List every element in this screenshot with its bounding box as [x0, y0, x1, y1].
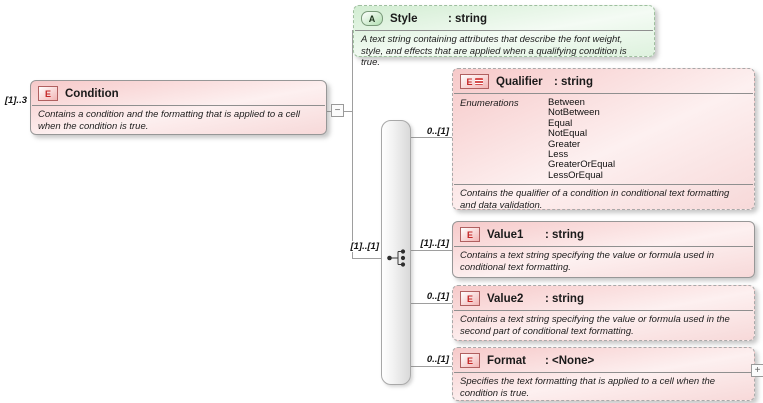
element-icon: E — [460, 353, 480, 368]
node-format-type: : <None> — [545, 354, 595, 367]
connector-trunk — [352, 30, 353, 259]
collapse-handle[interactable]: − — [331, 104, 344, 117]
body-separator — [454, 184, 753, 186]
node-condition-description: Contains a condition and the formatting … — [38, 109, 300, 132]
node-qualifier-title: E Qualifier : string — [453, 69, 754, 92]
element-icon-letter: E — [44, 88, 51, 99]
element-icon-letter: E — [466, 76, 473, 87]
enumeration-bars-icon — [474, 78, 483, 85]
enumerations-label: Enumerations — [460, 98, 519, 109]
element-icon-letter: E — [466, 355, 473, 366]
node-condition-name: Condition — [65, 87, 119, 100]
node-format-description: Specifies the text formatting that is ap… — [460, 376, 716, 399]
element-icon-letter: E — [466, 229, 473, 240]
cardinality-value2: 0..[1] — [408, 291, 450, 302]
title-separator — [454, 310, 753, 311]
connector-to-format — [411, 366, 452, 367]
node-value2-name: Value2 — [487, 292, 524, 305]
node-style-name: Style — [390, 12, 418, 25]
connector-to-value2 — [411, 303, 452, 304]
title-separator — [454, 246, 753, 247]
title-separator — [454, 93, 753, 94]
expand-handle[interactable]: + — [751, 364, 763, 377]
enumerations-section: Enumerations Between NotBetween Equal No… — [453, 94, 754, 183]
node-style-title: A Style : string — [354, 6, 654, 29]
node-value2[interactable]: E Value2 : string Contains a text string… — [452, 285, 755, 341]
cardinality-qualifier: 0..[1] — [408, 126, 450, 137]
element-icon-letter: E — [466, 293, 473, 304]
node-style-description: A text string containing attributes that… — [361, 34, 627, 68]
title-separator — [32, 105, 325, 106]
node-condition[interactable]: E Condition Contains a condition and the… — [30, 80, 327, 135]
enumeration-value: NotBetween — [548, 107, 600, 119]
enumeration-value: LessOrEqual — [548, 169, 603, 181]
cardinality-root: [1]..3 — [2, 95, 28, 106]
node-format[interactable]: E Format : <None> Specifies the text for… — [452, 347, 755, 401]
attribute-icon-letter: A — [368, 13, 376, 24]
node-value2-description: Contains a text string specifying the va… — [460, 314, 730, 337]
enumeration-value: NotEqual — [548, 128, 588, 140]
element-icon: E — [38, 86, 58, 101]
node-qualifier-name: Qualifier — [496, 75, 543, 88]
connector-to-value1 — [411, 250, 452, 251]
attribute-icon: A — [361, 11, 383, 26]
element-icon: E — [460, 227, 480, 242]
node-qualifier[interactable]: E Qualifier : string Enumerations Betwee… — [452, 68, 755, 211]
node-value2-type: : string — [545, 292, 584, 305]
enumerations-list: Between NotBetween Equal NotEqual Greate… — [548, 97, 616, 181]
node-value1[interactable]: E Value1 : string Contains a text string… — [452, 221, 755, 278]
title-separator — [355, 30, 653, 31]
element-enum-icon: E — [460, 74, 489, 89]
node-value1-title: E Value1 : string — [453, 222, 754, 245]
node-value1-description: Contains a text string specifying the va… — [460, 250, 714, 273]
connector-to-qualifier — [411, 137, 452, 138]
enumeration-value: Less — [548, 149, 569, 161]
cardinality-value1: [1]..[1] — [408, 238, 450, 249]
node-style-type: : string — [448, 12, 487, 25]
enumeration-value: GreaterOrEqual — [548, 159, 616, 171]
connector-trunk-to-sequence — [352, 258, 381, 259]
node-format-name: Format — [487, 354, 526, 367]
node-format-title: E Format : <None> — [453, 348, 754, 371]
node-style[interactable]: A Style : string A text string containin… — [353, 5, 655, 68]
enumeration-value: Greater — [548, 138, 581, 150]
cardinality-format: 0..[1] — [408, 354, 450, 365]
node-value1-name: Value1 — [487, 228, 524, 241]
sequence-compositor[interactable] — [381, 120, 411, 385]
node-condition-title: E Condition — [31, 81, 326, 104]
title-separator — [454, 372, 753, 373]
enumeration-value: Between — [548, 97, 585, 108]
enumeration-value: Equal — [548, 117, 573, 129]
collapse-icon: − — [334, 105, 341, 116]
node-value1-type: : string — [545, 228, 584, 241]
node-qualifier-type: : string — [554, 75, 593, 88]
cardinality-sequence: [1]..[1] — [340, 241, 380, 252]
element-icon: E — [460, 291, 480, 306]
node-qualifier-description: Contains the qualifier of a condition in… — [460, 188, 730, 211]
node-value2-title: E Value2 : string — [453, 286, 754, 309]
sequence-icon — [387, 249, 406, 267]
expand-icon: + — [754, 365, 761, 376]
